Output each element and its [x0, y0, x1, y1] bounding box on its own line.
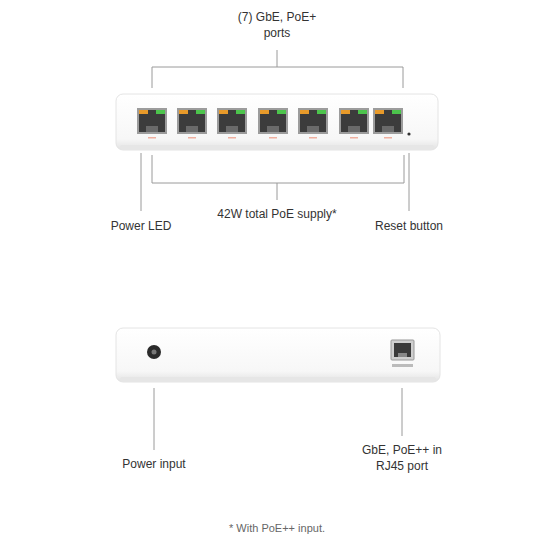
port-part — [339, 108, 369, 134]
callout-label: Power input — [99, 456, 209, 472]
callout-label: Power LED — [91, 218, 191, 234]
port-part — [375, 110, 384, 114]
port-part — [267, 126, 279, 132]
callout-label: (7) GbE, PoE+ ports — [232, 9, 322, 41]
port-part — [148, 137, 156, 139]
port-part — [382, 126, 394, 132]
callout-label: 42W total PoE supply* — [202, 206, 352, 222]
front-view — [116, 94, 438, 150]
rear-view — [116, 328, 440, 382]
port-part — [258, 108, 288, 134]
port-part — [217, 108, 247, 134]
port-part — [139, 110, 148, 114]
port-part — [146, 126, 158, 132]
rj45-ports — [137, 108, 403, 139]
port-part — [179, 110, 188, 114]
port-part — [309, 137, 317, 139]
port-part — [300, 110, 326, 132]
port-part — [188, 137, 196, 139]
port-part — [298, 108, 328, 134]
port-part — [137, 108, 167, 134]
port-part — [260, 110, 286, 132]
port-part — [300, 110, 309, 114]
port-part — [277, 110, 286, 114]
leader-lines — [141, 153, 409, 450]
port-part — [177, 108, 207, 134]
port-part — [236, 110, 245, 114]
port-part — [341, 110, 367, 132]
ports-bracket — [152, 50, 403, 88]
port-part — [196, 110, 205, 114]
port-part — [373, 108, 403, 134]
port-part — [375, 110, 401, 132]
callout-label: Reset button — [359, 218, 459, 234]
port-part — [260, 110, 269, 114]
port-part — [179, 110, 205, 132]
port-part — [358, 110, 367, 114]
port-part — [350, 137, 358, 139]
callout-label: GbE, PoE++ in RJ45 port — [357, 442, 447, 474]
port-part — [219, 110, 228, 114]
port-part — [219, 110, 245, 132]
port-part — [307, 126, 319, 132]
port-part — [384, 137, 392, 139]
port-part — [228, 137, 236, 139]
port-part — [317, 110, 326, 114]
port-part — [341, 110, 350, 114]
footnote: * With PoE++ input. — [197, 520, 357, 536]
port-part — [156, 110, 165, 114]
port-part — [139, 110, 165, 132]
port-part — [269, 137, 277, 139]
port-part — [186, 126, 198, 132]
port-part — [392, 110, 401, 114]
port-part — [348, 126, 360, 132]
port-part — [226, 126, 238, 132]
